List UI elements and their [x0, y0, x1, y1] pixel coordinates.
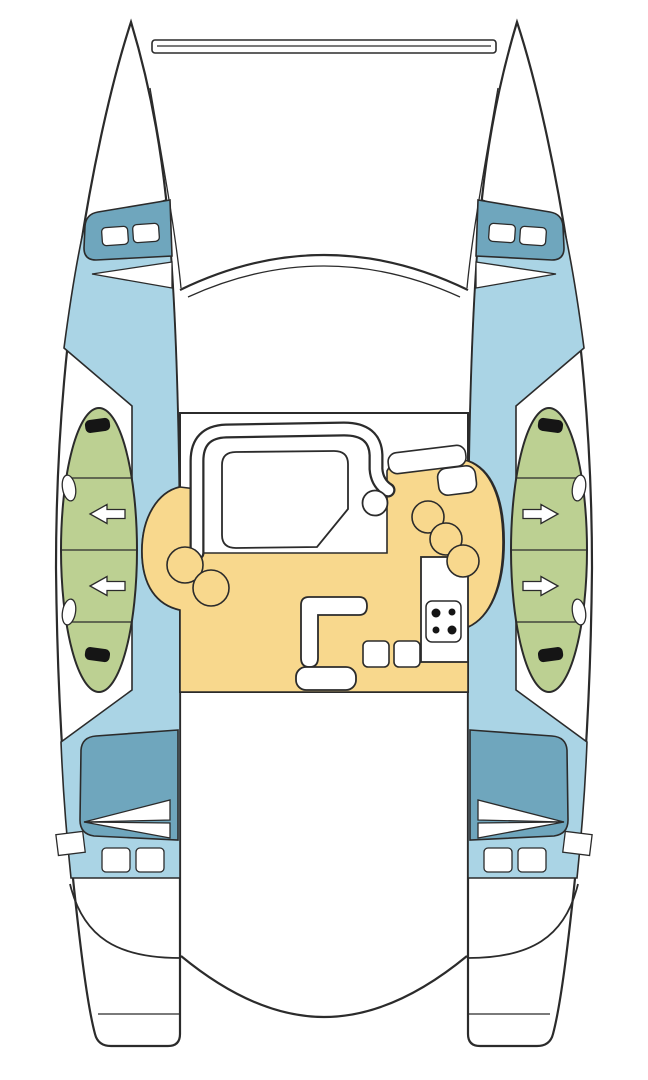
- dinette-seat: [362, 640, 390, 668]
- porthole-icon: [571, 598, 587, 626]
- escape-arrow-icon: [522, 503, 560, 525]
- escape-arrow-icon: [88, 575, 126, 597]
- cleat-icon: [537, 417, 564, 433]
- escape-arrow-icon: [88, 503, 126, 525]
- stove-icon: [425, 600, 462, 643]
- stove-top: [425, 600, 462, 643]
- pillow: [517, 847, 547, 873]
- porthole-icon: [61, 598, 77, 626]
- galley-counter: [436, 465, 478, 496]
- foredeck-group: [151, 39, 497, 298]
- port-hull-group: [54, 18, 182, 1048]
- porthole-icon: [61, 474, 77, 502]
- starboard-aft-blanket-wedge: [477, 821, 565, 839]
- cleat-icon: [537, 647, 564, 663]
- pillow: [132, 222, 160, 244]
- escape-arrow-icon: [522, 575, 560, 597]
- dinette-table: [300, 596, 368, 668]
- pouf: [166, 546, 204, 584]
- pouf: [446, 544, 480, 578]
- dinette-seat: [393, 640, 421, 668]
- cleat-icon: [84, 647, 111, 663]
- salon-table: [221, 450, 349, 549]
- port-side-deck-line: [149, 87, 182, 289]
- port-forward-locker-wedge: [91, 261, 173, 289]
- burner: [431, 608, 441, 618]
- pouf: [411, 500, 445, 534]
- pillow: [101, 225, 129, 247]
- coachroof-inner-arc: [187, 265, 461, 298]
- port-stern-deck-line: [69, 883, 181, 959]
- starboard-escape-zone: [510, 407, 588, 693]
- galley-counter: [387, 444, 467, 475]
- pouf: [192, 569, 230, 607]
- burner: [447, 625, 457, 635]
- salon-entry-step: [295, 666, 357, 691]
- burner: [448, 608, 456, 616]
- starboard-aft-blanket-wedge: [477, 799, 565, 823]
- port-aft-blanket-wedge: [83, 799, 171, 823]
- starboard-side-deck-line: [466, 87, 499, 289]
- pillow: [519, 225, 547, 247]
- port-aft-blanket-wedge: [83, 821, 171, 839]
- transom-curve: [180, 955, 468, 1019]
- port-escape-zone: [60, 407, 138, 693]
- pillow: [488, 222, 516, 244]
- starboard-forward-locker-wedge: [475, 261, 557, 289]
- cleat-icon: [84, 417, 111, 433]
- starboard-boarding-gate: [562, 830, 593, 857]
- pillow: [483, 847, 513, 873]
- coachroof-windshield-arc: [179, 253, 469, 291]
- settee-back: [191, 423, 394, 559]
- salon-group: [140, 412, 506, 693]
- starboard-stern-deck-line: [467, 883, 579, 959]
- settee-end-stool: [361, 489, 389, 517]
- pillow: [135, 847, 165, 873]
- port-boarding-gate: [55, 830, 86, 857]
- starboard-hull-group: [466, 18, 594, 1048]
- porthole-icon: [571, 474, 587, 502]
- burner: [432, 626, 440, 634]
- pillow: [101, 847, 131, 873]
